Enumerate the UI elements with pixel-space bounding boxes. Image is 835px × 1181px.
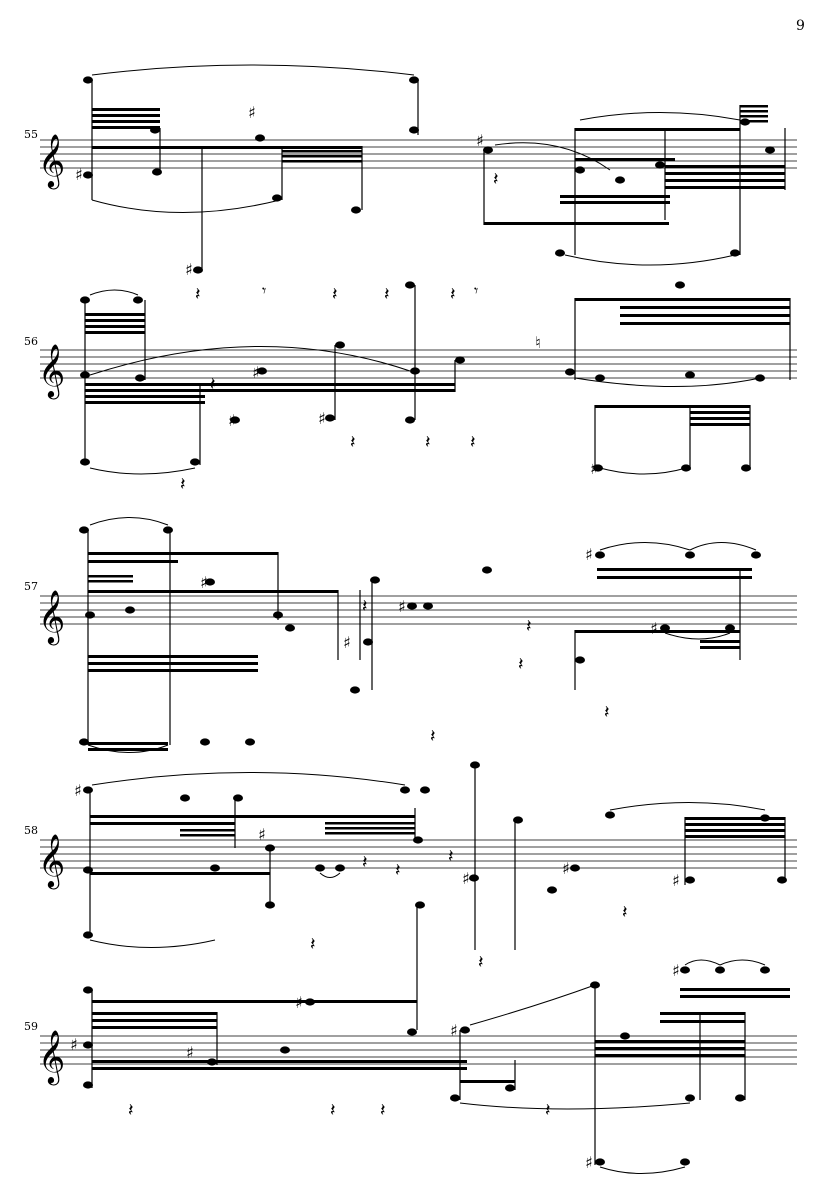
sharp-icon: ♯ [248, 103, 256, 122]
stems [84, 285, 791, 470]
staff-lines [40, 595, 797, 625]
quarter-rest-icon: 𝄽 [330, 1100, 336, 1121]
sharp-icon: ♯ [462, 869, 470, 888]
sharp-icon: ♯ [343, 633, 351, 652]
quarter-rest-icon: 𝄽 [622, 902, 628, 923]
sharp-icon: ♯ [672, 961, 680, 980]
noteheads [83, 901, 770, 1166]
sharp-icon: ♯ [186, 1043, 194, 1062]
sharp-icon: ♯ [185, 260, 193, 279]
sharp-icon: ♯ [585, 1153, 593, 1172]
sharp-icon: ♯ [590, 459, 598, 478]
sharp-icon: ♯ [75, 165, 83, 184]
quarter-rest-icon: 𝄽 [362, 596, 368, 617]
stems [87, 530, 741, 745]
system-55: 55 𝄞 [24, 64, 797, 305]
staff-lines [40, 349, 797, 379]
measure-number: 56 [24, 335, 38, 348]
ties [459, 959, 766, 1174]
ties [87, 517, 757, 753]
beams [90, 815, 785, 875]
noteheads [83, 76, 775, 274]
beams [92, 988, 790, 1083]
ties [89, 289, 761, 475]
quarter-rest-icon: 𝄽 [195, 284, 201, 305]
stems [89, 765, 786, 950]
system-59: 59 𝄞 [24, 901, 797, 1174]
stems [91, 80, 786, 270]
page-number: 9 [796, 18, 805, 34]
noteheads [83, 761, 787, 939]
quarter-rest-icon: 𝄽 [384, 284, 390, 305]
measure-number: 55 [24, 128, 38, 141]
sharp-icon: ♯ [585, 545, 593, 564]
quarter-rest-icon: 𝄽 [310, 934, 316, 955]
quarter-rest-icon: 𝄽 [380, 1100, 386, 1121]
quarter-rest-icon: 𝄽 [545, 1100, 551, 1121]
beams [88, 552, 752, 751]
quarter-rest-icon: 𝄽 [332, 284, 338, 305]
sharp-icon: ♯ [70, 1035, 78, 1054]
measure-number: 58 [24, 824, 38, 837]
natural-icon: ♮ [535, 333, 541, 352]
staff-lines [40, 839, 797, 869]
sharp-icon: ♯ [258, 825, 266, 844]
system-56: 56 𝄞 [24, 281, 797, 495]
quarter-rest-icon: 𝄽 [362, 852, 368, 873]
quarter-rest-icon: 𝄽 [518, 654, 524, 675]
quarter-rest-icon: 𝄽 [395, 860, 401, 881]
measure-number: 57 [24, 580, 38, 593]
ties [91, 64, 741, 266]
stems [91, 905, 746, 1165]
sharp-icon: ♯ [295, 993, 303, 1012]
quarter-rest-icon: 𝄽 [478, 952, 484, 973]
ties [89, 772, 766, 948]
quarter-rest-icon: 𝄽 [180, 474, 186, 495]
staff-lines [40, 139, 797, 169]
sharp-icon: ♯ [228, 411, 236, 430]
quarter-rest-icon: 𝄽 [526, 616, 532, 637]
sharp-icon: ♯ [672, 871, 680, 890]
quarter-rest-icon: 𝄽 [470, 432, 476, 453]
system-57: 57 𝄞 [24, 517, 797, 753]
sharp-icon: ♯ [476, 131, 484, 150]
quarter-rest-icon: 𝄽 [128, 1100, 134, 1121]
quarter-rest-icon: 𝄽 [493, 169, 499, 190]
sharp-icon: ♯ [650, 619, 658, 638]
beams [85, 298, 790, 426]
quarter-rest-icon: 𝄽 [448, 846, 454, 867]
eighth-rest-icon: 𝄾 [474, 281, 478, 300]
quarter-rest-icon: 𝄽 [450, 284, 456, 305]
sharp-icon: ♯ [318, 409, 326, 428]
quarter-rest-icon: 𝄽 [350, 432, 356, 453]
system-58: 58 𝄞 [24, 761, 797, 955]
noteheads [79, 526, 761, 746]
quarter-rest-icon: 𝄽 [604, 702, 610, 723]
sharp-icon: ♯ [252, 363, 260, 382]
sharp-icon: ♯ [450, 1021, 458, 1040]
noteheads [80, 281, 765, 472]
sharp-icon: ♯ [200, 573, 208, 592]
sharp-icon: ♯ [74, 781, 82, 800]
measure-number: 59 [24, 1020, 38, 1033]
sharp-icon: ♯ [562, 859, 570, 878]
quarter-rest-icon: 𝄽 [430, 726, 436, 747]
eighth-rest-icon: 𝄾 [262, 281, 266, 300]
quarter-rest-icon: 𝄽 [210, 374, 216, 395]
beams [92, 105, 785, 225]
sharp-icon: ♯ [398, 597, 406, 616]
quarter-rest-icon: 𝄽 [425, 432, 431, 453]
